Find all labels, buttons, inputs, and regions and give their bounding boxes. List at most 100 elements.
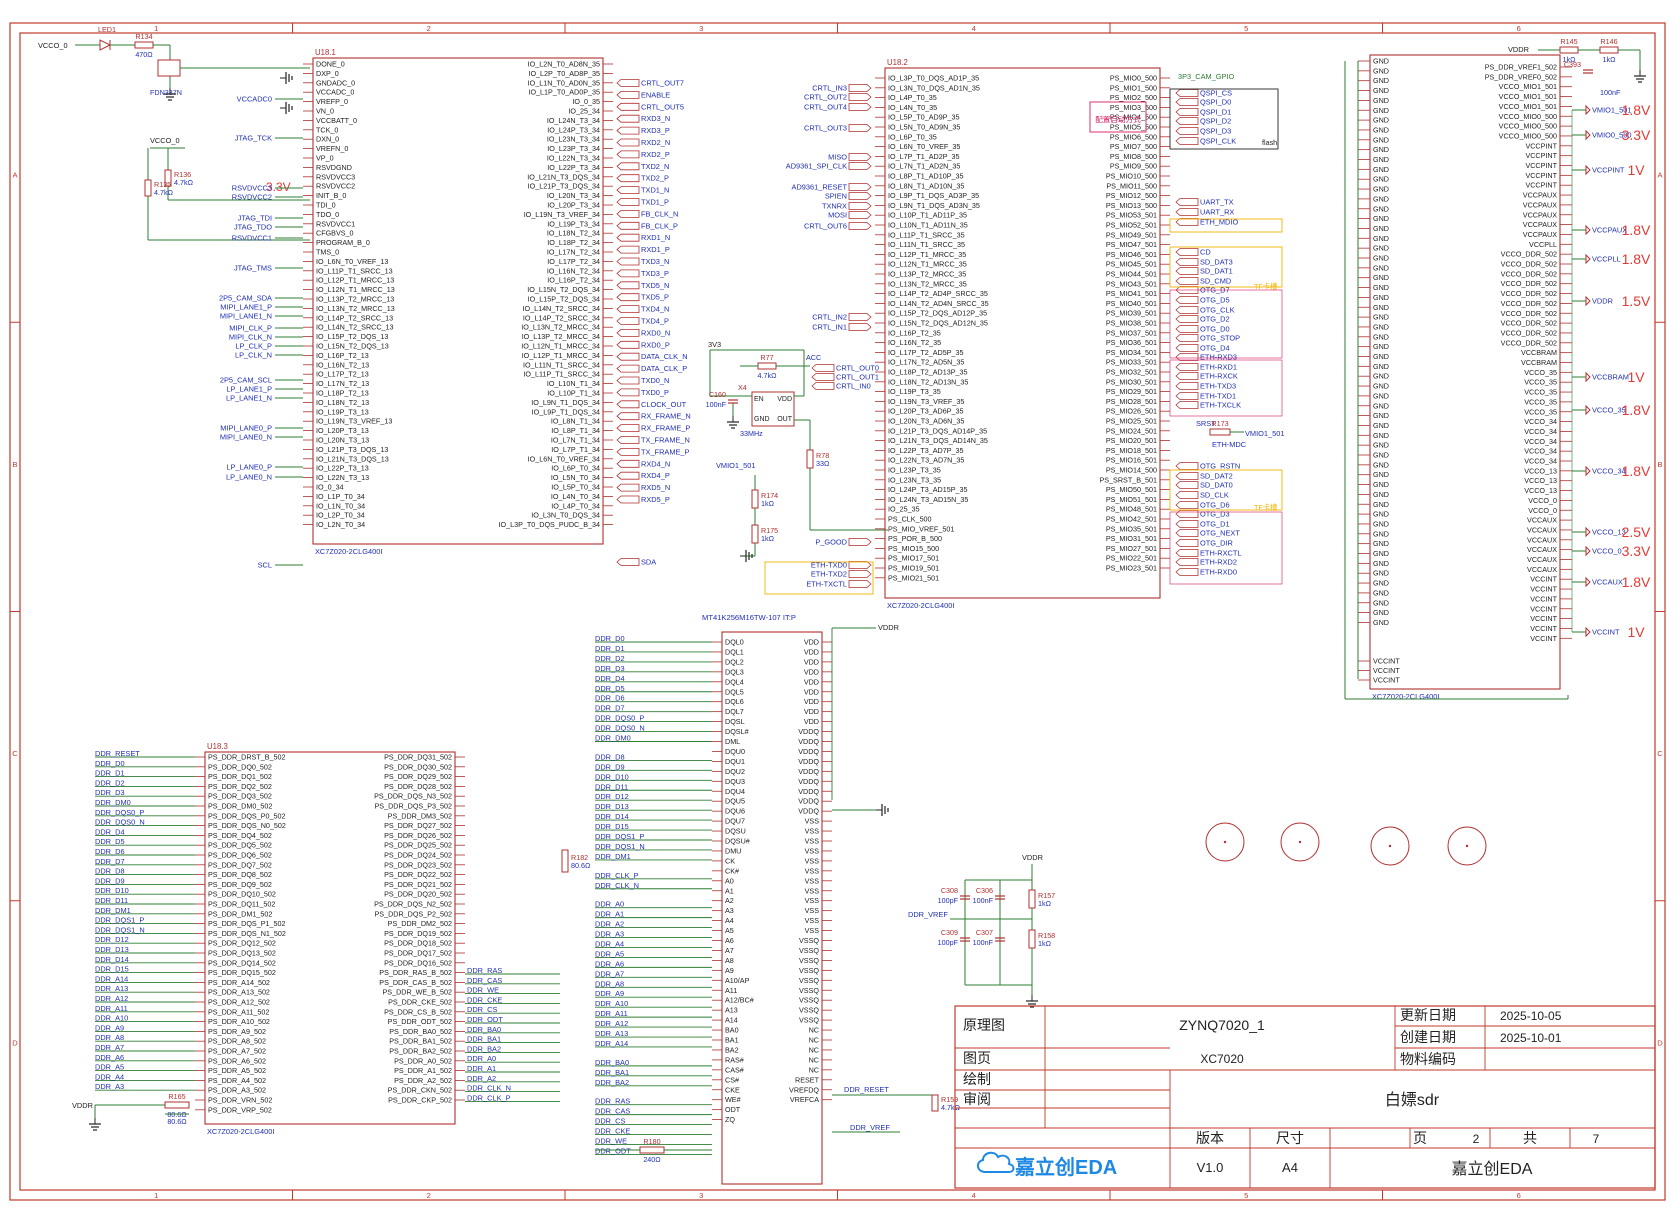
net-port-flag: [616, 400, 640, 409]
pin-name: PS_DDR_DQ24_502: [384, 851, 452, 860]
pin-name: VSSQ: [799, 986, 819, 995]
pin-name: VCCAUX: [1527, 525, 1557, 534]
net-port-flag: [1175, 558, 1199, 566]
pin-name: IO_L15P_T2_DQS_AD12P_35: [888, 309, 987, 318]
resistor-value: 1kΩ: [1603, 55, 1617, 64]
pin-name: VREFP_0: [316, 97, 348, 106]
pin-name: PS_DDR_DQ12_502: [208, 939, 276, 948]
resistor-ref: R158: [1038, 931, 1055, 940]
pin-name: VCCO_35: [1524, 397, 1557, 406]
mounting-hole: [1447, 826, 1487, 866]
pin-name: VCCO_MIO0_500: [1499, 131, 1557, 140]
pin-name: IO_L2P_T0_34: [316, 511, 365, 520]
pin-name: VCCPAUX: [1523, 210, 1557, 219]
pin-name: PS_MIO19_501: [888, 564, 939, 573]
uart-group-box: [1169, 218, 1283, 233]
pin-name: BA1: [725, 1036, 739, 1045]
pin-name: GND: [1373, 588, 1389, 597]
net-label: DDR_DM0: [595, 734, 631, 743]
pin-name: PS_DDR_DM3_502: [388, 811, 452, 820]
capacitor: [995, 895, 1005, 900]
pin-name: PS_MIO9_500: [1110, 162, 1157, 171]
capacitor: [960, 895, 970, 900]
pin-name: VSSQ: [799, 946, 819, 955]
net-label: MIPI_LANE1_N: [220, 312, 272, 321]
pin-name: PS_DDR_CKN_502: [388, 1086, 452, 1095]
pin-name: VCCBRAM: [1521, 358, 1557, 367]
pin-name: PS_DDR_DQS_P1_502: [208, 919, 286, 928]
net-label: TXD4_P: [641, 317, 669, 326]
net-port-flag: [848, 192, 872, 200]
group-note: flash: [1262, 138, 1277, 147]
capacitor: [995, 937, 1005, 942]
net-label: DDR_A8: [595, 979, 624, 988]
pin-name: GND: [1373, 254, 1389, 263]
net-port-flag: [1175, 325, 1199, 333]
net-port-flag: [616, 558, 640, 566]
pin-name: PS_MIO24_501: [1106, 426, 1157, 435]
pin-name: PS_DDR_DM1_502: [208, 909, 272, 918]
pin-name: VCCO_DDR_502: [1501, 269, 1557, 278]
title-key: 图页: [963, 1050, 991, 1066]
net-label: DDR_A10: [595, 999, 628, 1008]
resistor-ref: R134: [135, 32, 152, 41]
pin-name: VN_0: [316, 107, 334, 116]
net-label: DDR_D3: [595, 664, 625, 673]
net-label: DDR_BA0: [467, 1025, 501, 1034]
net-port-flag: [616, 79, 640, 87]
pin-name: VCCINT: [1530, 614, 1557, 623]
company-name: 嘉立创EDA: [1452, 1160, 1533, 1178]
pin-name: DQL2: [725, 657, 744, 666]
pin-name: PS_MIO35_501: [1106, 524, 1157, 533]
net-port-flag: [1175, 549, 1199, 557]
net-port-flag: [616, 221, 640, 230]
pin-name: PS_DDR_DM0_502: [208, 802, 272, 811]
pin-name: IO_L12N_T1_MRCC_13: [316, 285, 395, 294]
pin-name: CKE: [725, 1085, 740, 1094]
pin-name: IO_L7P_T1_AD2P_35: [888, 152, 960, 161]
pin-name: PS_MIO39_501: [1106, 309, 1157, 318]
pin-name: VCCINT: [1373, 666, 1400, 675]
pin-name: GND: [1373, 125, 1389, 134]
pin-name: IO_L15N_T2_DQS_13: [316, 342, 389, 351]
supply-label: VDDR: [878, 623, 899, 632]
net-port-flag: [1175, 529, 1199, 537]
pin-name: VCCO_MIO1_501: [1499, 92, 1557, 101]
net-label: RSVDVCC2: [232, 193, 272, 202]
net-label: SDA: [641, 558, 656, 567]
net-label: DDR_A4: [95, 1072, 124, 1081]
capacitor-ref: C307: [976, 928, 993, 937]
pin-name: GND: [1373, 273, 1389, 282]
resistor-value: 1kΩ: [1038, 899, 1052, 908]
pin-name: VCCO_DDR_502: [1501, 250, 1557, 259]
pin-name: IO_L3N_T0_DQS_34: [531, 511, 600, 520]
title-key: 物料编码: [1400, 1051, 1456, 1067]
net-label: JTAG_TDO: [234, 223, 272, 232]
net-label: CRTL_OUT1: [836, 373, 879, 382]
net-label: TXD2_N: [641, 162, 669, 171]
pin-name: IO_L13P_T2_MRCC_35: [888, 270, 966, 279]
pin-name: VCCINT: [1530, 594, 1557, 603]
net-label: DDR_A0: [467, 1054, 496, 1063]
net-label: DDR_D7: [595, 704, 625, 713]
pin-name: PS_MIO30_501: [1106, 377, 1157, 386]
net-port-flag: [1175, 372, 1199, 380]
pin-name: VCCO_34: [1524, 447, 1557, 456]
net-label: ETH-RXD3: [1200, 353, 1237, 362]
supply-label: VCCO_0: [38, 41, 68, 50]
zone-col-label: 3: [699, 24, 703, 33]
pin-name: GND: [1373, 283, 1389, 292]
net-label: FB_CLK_P: [641, 221, 678, 230]
resistor-value: 80.6Ω: [167, 1117, 187, 1126]
pin-name: VSS: [805, 837, 820, 846]
net-label: RSVDVCC1: [232, 234, 272, 243]
mounting-hole: [1370, 826, 1410, 866]
net-label: 2P5_CAM_SDA: [219, 294, 272, 303]
net-label: SD_DAT1: [1200, 267, 1233, 276]
pin-name: IO_L5P_T0_AD9P_35: [888, 113, 960, 122]
net-label: DDR_D14: [95, 955, 129, 964]
pin-name: VCCPINT: [1525, 151, 1557, 160]
pin-name: PS_MIO1_500: [1110, 83, 1157, 92]
pin-name: GND: [1373, 185, 1389, 194]
power-port: [1585, 295, 1591, 307]
